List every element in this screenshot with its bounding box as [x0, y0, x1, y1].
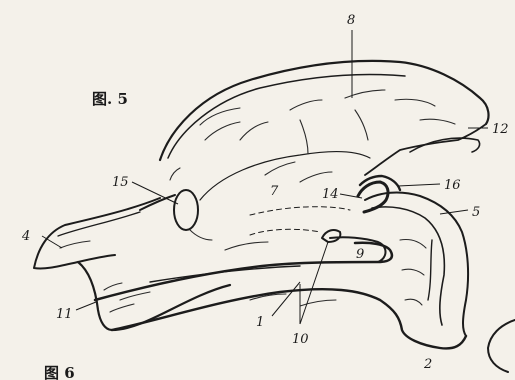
- label-16: 16: [444, 178, 461, 193]
- next-figure-caption: 图 6: [44, 364, 75, 380]
- label-15: 15: [112, 175, 129, 190]
- label-10: 10: [292, 332, 309, 347]
- label-1: 1: [256, 315, 264, 330]
- label-5: 5: [472, 205, 480, 220]
- label-12: 12: [492, 122, 509, 137]
- label-9: 9: [356, 247, 364, 262]
- leader-lines: [42, 30, 488, 324]
- label-11: 11: [56, 307, 73, 322]
- figure-caption: 图. 5: [92, 90, 128, 108]
- label-14: 14: [322, 187, 339, 202]
- label-8: 8: [347, 13, 355, 28]
- label-7: 7: [270, 184, 279, 199]
- label-2: 2: [423, 357, 432, 372]
- bone-shading: [60, 90, 455, 312]
- label-4: 4: [21, 229, 30, 244]
